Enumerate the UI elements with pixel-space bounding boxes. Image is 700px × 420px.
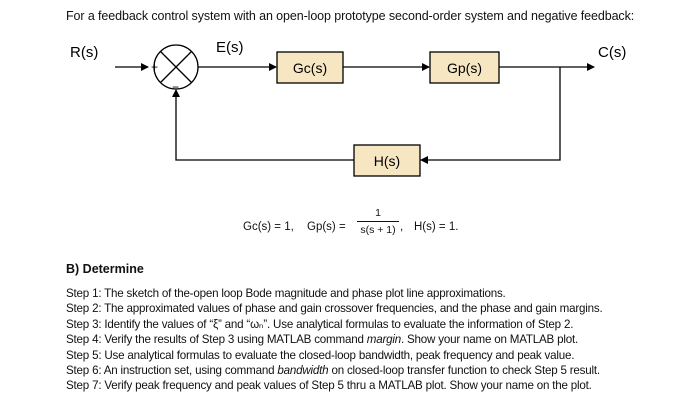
step-text: Step 6: An instruction set, using comman…: [66, 364, 278, 378]
h-definition: H(s) = 1.: [414, 221, 459, 233]
gp-numerator: 1: [375, 207, 381, 219]
plant-label: Gp(s): [447, 60, 482, 76]
feedback-path-return: [172, 89, 354, 161]
plant-block: Gp(s): [429, 51, 500, 84]
step-text: . Show your name on MATLAB plot.: [400, 333, 579, 347]
steps-list: Step 1: The sketch of the-open loop Bode…: [66, 286, 603, 394]
feedback-block: H(s): [353, 144, 421, 177]
error-label: E(s): [216, 39, 244, 56]
step-text: Step 4: Verify the results of Step 3 usi…: [66, 333, 367, 347]
step-item: Step 3: Identify the values of “ξ” and “…: [66, 317, 574, 331]
summing-junction: + −: [151, 44, 199, 94]
step-item: Step 4: Verify the results of Step 3 usi…: [66, 332, 603, 347]
gp-fraction: 1 s(s + 1): [357, 207, 399, 237]
step-item: Step 6: An instruction set, using comman…: [66, 363, 603, 378]
gp-denominator: s(s + 1): [360, 224, 396, 236]
gp-lhs: Gp(s) =: [307, 221, 346, 233]
block-diagram: R(s) E(s) C(s) + − Gc(s) Gp(s) H(s): [70, 39, 626, 177]
feedback-label: H(s): [374, 153, 400, 169]
command-name: bandwidth: [277, 364, 329, 378]
formula-comma: ,: [400, 221, 404, 233]
step-item: Step 2: The approximated values of phase…: [66, 302, 603, 316]
plus-sign: +: [151, 60, 158, 74]
controller-label: Gc(s): [293, 60, 327, 76]
gc-definition: Gc(s) = 1,: [243, 221, 294, 233]
step-item: Step 5: Use analytical formulas to evalu…: [66, 348, 575, 362]
section-heading: B) Determine: [66, 262, 144, 276]
problem-intro: For a feedback control system with an op…: [66, 9, 635, 23]
input-label: R(s): [70, 44, 98, 61]
output-label: C(s): [598, 44, 626, 61]
step-text: on closed-loop transfer function to chec…: [328, 364, 600, 378]
command-name: margin: [366, 333, 401, 347]
fraction-bar: [357, 221, 399, 222]
minus-sign: −: [172, 80, 179, 94]
step-item: Step 1: The sketch of the-open loop Bode…: [66, 287, 506, 300]
controller-block: Gc(s): [276, 51, 344, 84]
feedback-path-down: [420, 67, 561, 164]
step-item: Step 7: Verify peak frequency and peak v…: [66, 379, 592, 393]
